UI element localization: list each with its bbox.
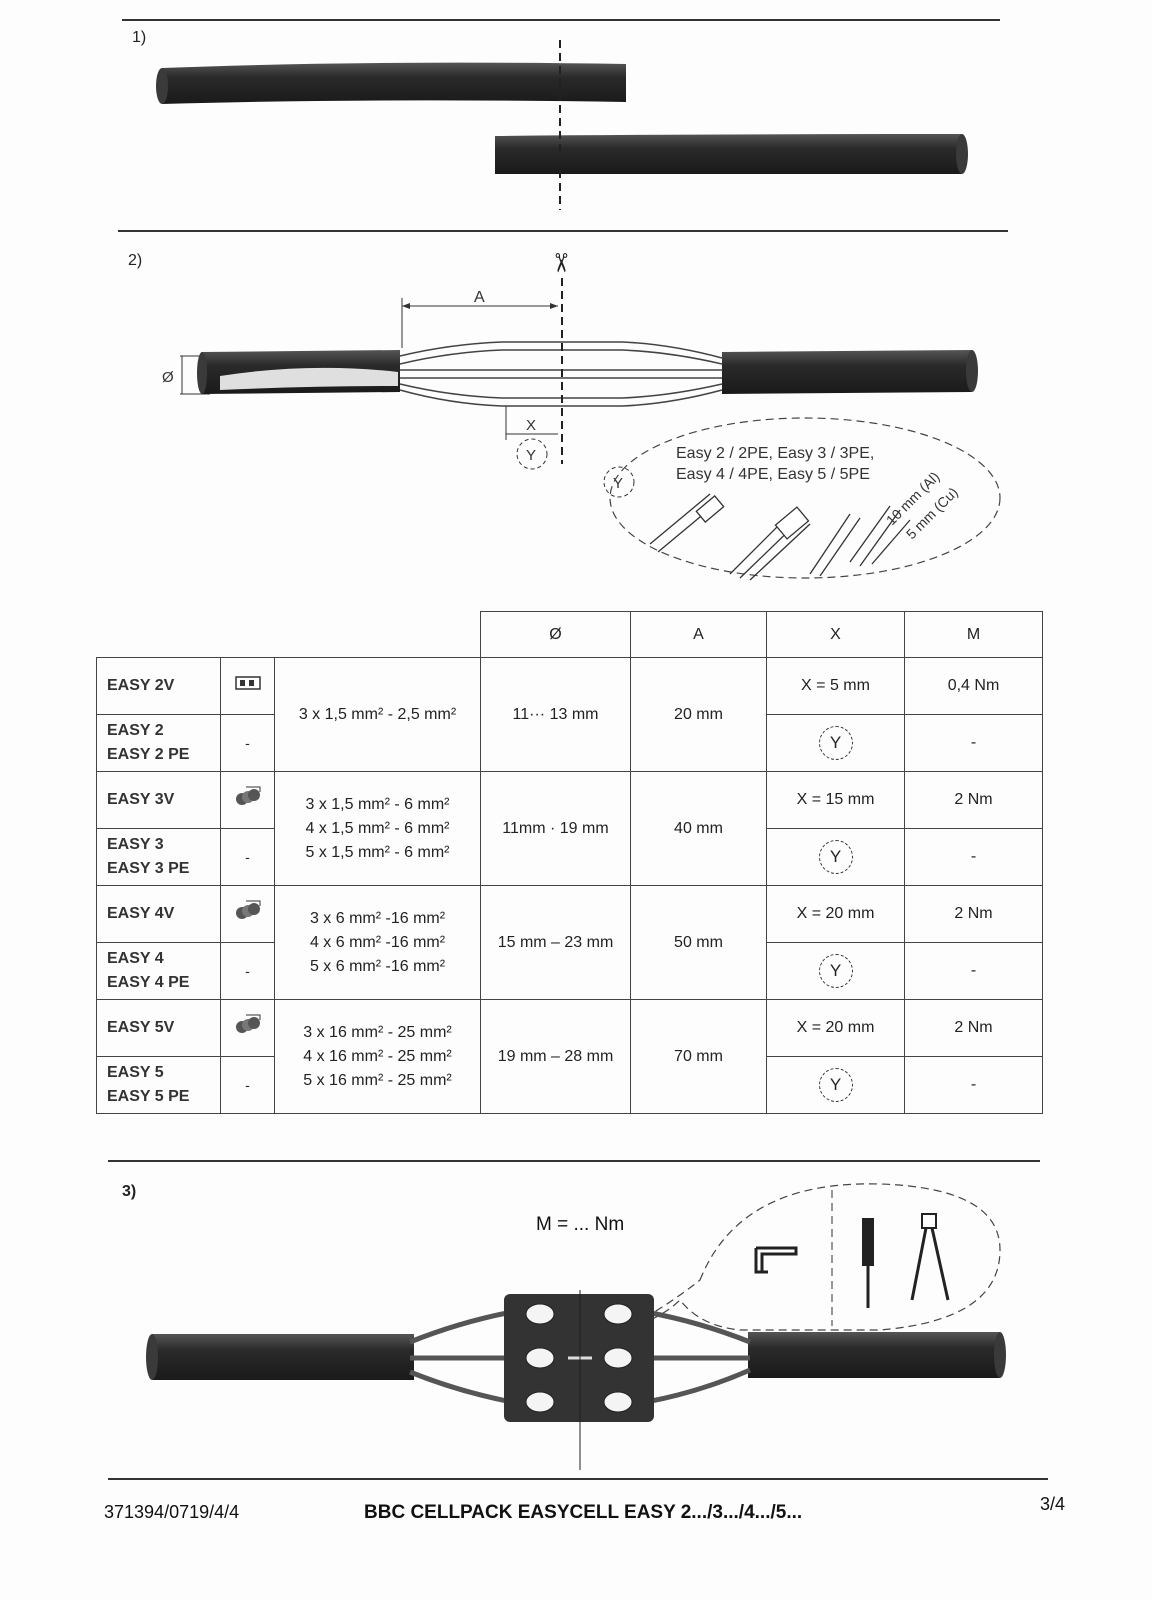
specification-table: Ø A X M EASY 2V 3 x 1,5 mm² - 2,5 mm² 11… <box>96 611 1043 1114</box>
no-icon: - <box>220 1056 275 1114</box>
model-name: EASY 2V <box>96 657 221 715</box>
strip-length-a: 50 mm <box>630 885 767 1000</box>
y-detail: Y <box>766 1056 905 1114</box>
model-name: EASY 5V <box>96 999 221 1057</box>
m-value: 2 Nm <box>904 885 1043 943</box>
header-x: X <box>766 611 905 658</box>
step-3-assembly-diagram <box>146 1183 1006 1470</box>
page-number: 3/4 <box>1040 1494 1066 1514</box>
divider-1 <box>118 230 1008 232</box>
scissors-icon: ✂ <box>546 252 576 274</box>
m-value: - <box>904 942 1043 1000</box>
header-diameter: Ø <box>480 611 631 658</box>
x-value: X = 20 mm <box>766 999 905 1057</box>
strip-length-a: 40 mm <box>630 771 767 886</box>
step-2-label: 2) <box>128 252 143 269</box>
diameter-label: Ø <box>162 369 174 386</box>
document-title: BBC CELLPACK EASYCELL EASY 2.../3.../4..… <box>364 1502 803 1523</box>
strip-length-a: 20 mm <box>630 657 767 772</box>
m-value: 2 Nm <box>904 771 1043 829</box>
hex-key-icon <box>754 1246 798 1274</box>
table-header-row: Ø A X M <box>97 611 1043 658</box>
table-row: EASY 2V 3 x 1,5 mm² - 2,5 mm² 11··· 13 m… <box>96 657 1043 772</box>
detail-callout-bubble <box>609 417 1001 579</box>
dimension-a-label: A <box>474 289 485 306</box>
step-3-label: 3) <box>122 1183 137 1200</box>
m-value: 2 Nm <box>904 999 1043 1057</box>
screw-connector-icon <box>220 885 275 943</box>
cross-section: 3 x 1,5 mm² - 2,5 mm² <box>274 657 481 772</box>
step-1-cable-illustration <box>156 40 968 210</box>
divider-2 <box>108 1160 1040 1162</box>
connector-sketches <box>649 493 911 581</box>
cable-right <box>495 134 962 174</box>
callout-models-line-1: Easy 2 / 2PE, Easy 3 / 3PE, <box>676 445 874 462</box>
screwdriver-icon <box>862 1218 874 1308</box>
svg-text:Y: Y <box>613 475 623 492</box>
m-value: - <box>904 1056 1043 1114</box>
x-value: X = 5 mm <box>766 657 905 715</box>
diameter-range: 11··· 13 mm <box>480 657 631 772</box>
step-1-label: 1) <box>132 29 147 46</box>
model-name: EASY 4V <box>96 885 221 943</box>
divider-bottom <box>108 1478 1048 1480</box>
model-name: EASY 3V <box>96 771 221 829</box>
header-a: A <box>630 611 767 658</box>
no-icon: - <box>220 828 275 886</box>
m-value: 0,4 Nm <box>904 657 1043 715</box>
header-m: M <box>904 611 1043 658</box>
step-2-stripping-diagram: Ø A ✂ X Y Y Easy 2 / 2PE, Easy 3 / 3PE, … <box>162 252 1001 581</box>
dimension-x-label: X <box>526 417 536 434</box>
y-detail: Y <box>766 828 905 886</box>
detail-y-marker: Y <box>526 447 536 464</box>
connector-block-icon <box>220 657 275 715</box>
x-value: X = 15 mm <box>766 771 905 829</box>
tools-callout-bubble <box>609 1183 1001 1337</box>
diameter-range: 15 mm – 23 mm <box>480 885 631 1000</box>
document-code: 371394/0719/4/4 <box>104 1502 240 1522</box>
strip-length-a: 70 mm <box>630 999 767 1114</box>
no-icon: - <box>220 714 275 772</box>
cable-left <box>162 62 626 104</box>
torque-wrench-icon <box>910 1213 950 1301</box>
y-detail: Y <box>766 714 905 772</box>
divider-top <box>122 19 1000 21</box>
screw-connector-icon <box>220 999 275 1057</box>
diameter-range: 19 mm – 28 mm <box>480 999 631 1114</box>
callout-models-line-2: Easy 4 / 4PE, Easy 5 / 5PE <box>676 466 870 483</box>
torque-label: M = ... Nm <box>536 1214 625 1235</box>
x-value: X = 20 mm <box>766 885 905 943</box>
m-value: - <box>904 714 1043 772</box>
y-detail: Y <box>766 942 905 1000</box>
m-value: - <box>904 828 1043 886</box>
no-icon: - <box>220 942 275 1000</box>
screw-connector-icon <box>220 771 275 829</box>
diameter-range: 11mm · 19 mm <box>480 771 631 886</box>
